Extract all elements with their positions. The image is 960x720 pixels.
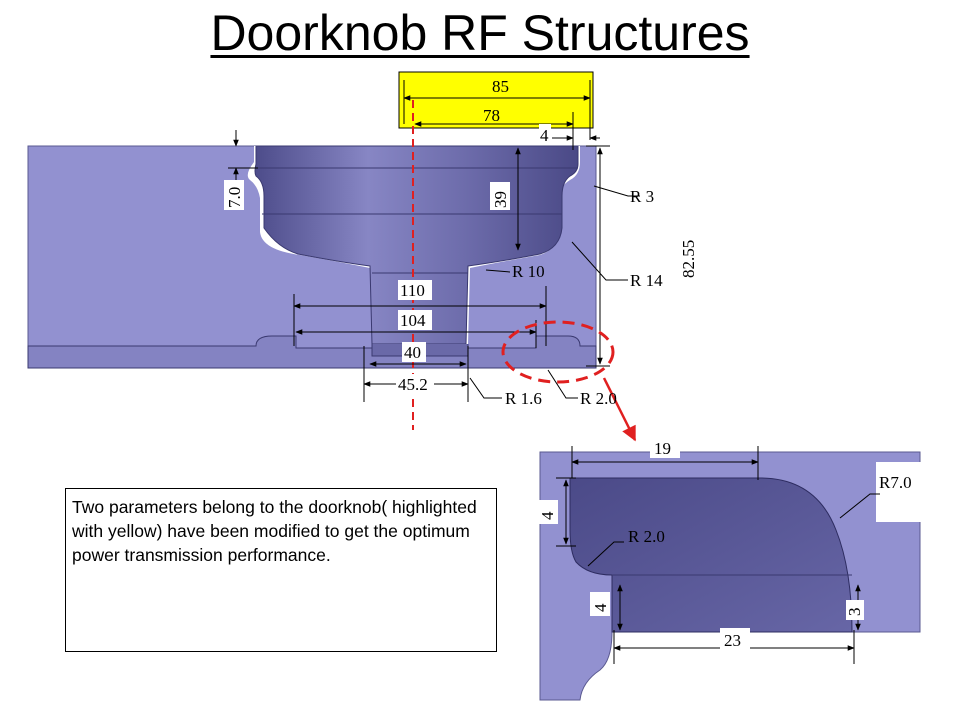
dim-39: 39	[491, 191, 510, 208]
dim-78: 78	[483, 106, 500, 125]
dim-45-2: 45.2	[398, 375, 428, 394]
detail-dim-19: 19	[654, 439, 671, 458]
dim-104: 104	[400, 311, 426, 330]
dim-r1-6: R 1.6	[505, 389, 542, 408]
dim-82-55: 82.55	[679, 240, 698, 278]
callout-arrow	[602, 377, 637, 442]
detail-dim-3: 3	[845, 608, 864, 617]
detail-groove	[569, 477, 853, 633]
detail-view: 19 R7.0 4 R 2.0 4 3 23	[538, 436, 924, 701]
dim-4: 4	[540, 126, 549, 145]
dim-r2-0: R 2.0	[580, 389, 617, 408]
main-section: 85 78 4 7.0 39 R 3 R 14 82.55 R 10 110 1…	[27, 71, 699, 442]
dim-7-0: 7.0	[225, 187, 244, 208]
callout-ellipse	[501, 320, 615, 384]
page-title: Doorknob RF Structures	[210, 5, 750, 61]
dim-r14: R 14	[630, 271, 663, 290]
detail-dim-r7-0: R7.0	[879, 473, 912, 492]
detail-dim-4-top: 4	[538, 511, 557, 520]
dim-110: 110	[400, 281, 425, 300]
dim-r10: R 10	[512, 262, 545, 281]
dim-r3: R 3	[630, 187, 654, 206]
detail-dim-r2-0: R 2.0	[628, 527, 665, 546]
note-textbox: Two parameters belong to the doorknob( h…	[65, 488, 497, 652]
detail-dim-23: 23	[724, 631, 741, 650]
detail-dim-4-bottom: 4	[591, 603, 610, 612]
dim-85: 85	[492, 77, 509, 96]
dim-40: 40	[404, 343, 421, 362]
